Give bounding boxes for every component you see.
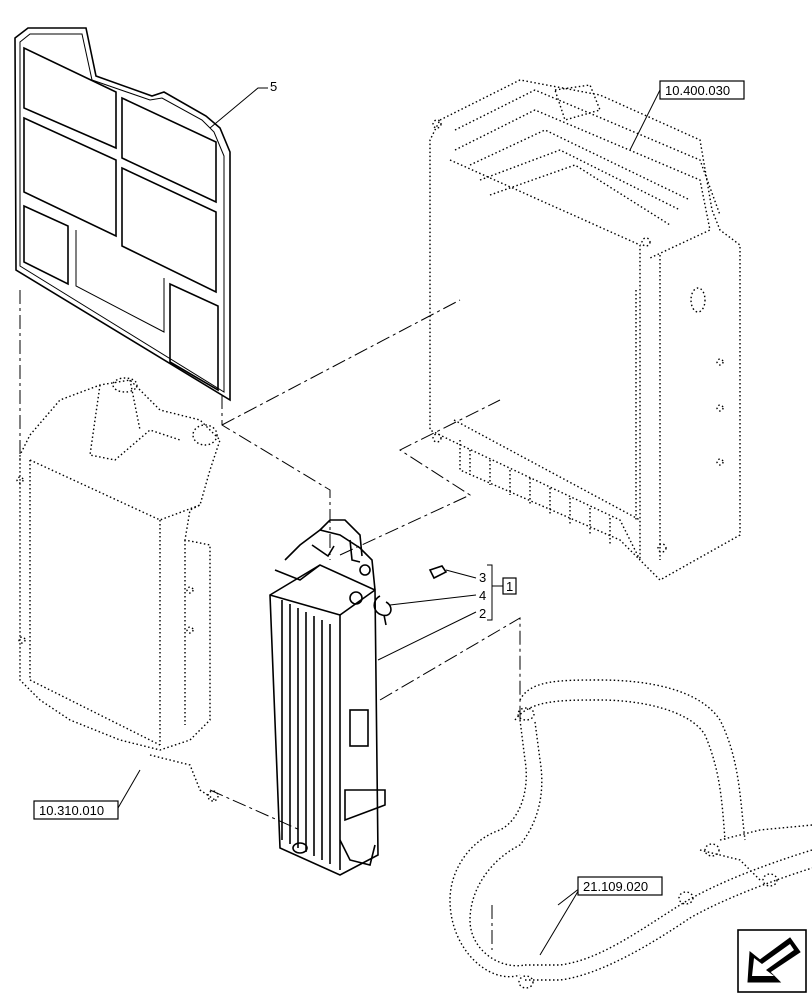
reference-hoses: 21.109.020: [583, 879, 648, 894]
callout-3: 3: [479, 570, 486, 585]
callout-5: 5: [270, 79, 277, 94]
reference-box-radiator: [659, 80, 745, 100]
reference-box-intercooler: [33, 800, 119, 820]
callout-group-1: 3 4 2 1: [377, 564, 517, 661]
hoses-part: [449, 679, 812, 989]
reference-intercooler: 10.310.010: [39, 803, 104, 818]
callout-1: 1: [506, 579, 513, 594]
screen-panel-part: [14, 27, 231, 402]
leader-line-5: [209, 87, 268, 129]
small-parts: [373, 565, 448, 626]
intercooler-part: [16, 377, 221, 802]
arrow-down-left-icon[interactable]: [737, 929, 807, 993]
callout-4: 4: [479, 588, 486, 603]
callout-2: 2: [479, 606, 486, 621]
leader-line-hoses-a: [539, 887, 581, 956]
radiator-part: [429, 79, 741, 581]
group-box-1: [502, 577, 517, 595]
oil-cooler-part: [269, 519, 386, 876]
leader-line-intercooler: [117, 769, 141, 809]
assembly-centerlines: [19, 290, 521, 950]
reference-radiator: 10.400.030: [665, 83, 730, 98]
leader-line-hoses-b: [557, 887, 581, 906]
leader-line-radiator: [629, 89, 661, 151]
reference-box-hoses: [577, 876, 663, 896]
